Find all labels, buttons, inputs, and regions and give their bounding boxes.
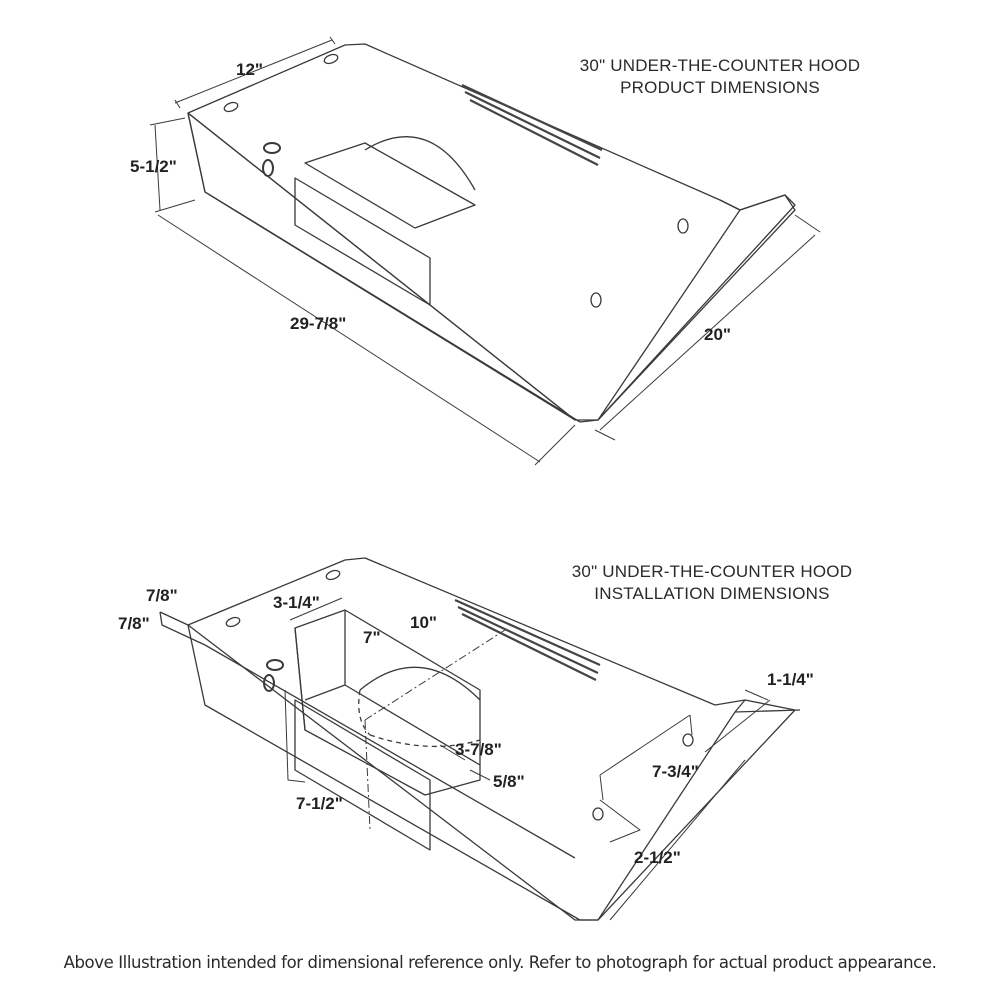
dim-cutout-offset-front: 3-7/8" (455, 740, 502, 759)
dim-keyhole-right-offset: 1-1/4" (767, 670, 814, 689)
dim-depth: 20" (704, 325, 731, 344)
dim-duct-diameter: 7" (363, 628, 381, 647)
installation-title-line1: 30" UNDER-THE-COUNTER HOOD (571, 562, 853, 581)
dim-cutout-length: 10" (410, 613, 437, 632)
product-title-line2: PRODUCT DIMENSIONS (620, 78, 820, 97)
dim-height: 5-1/2" (130, 157, 177, 176)
installation-title: 30" UNDER-THE-COUNTER HOOD INSTALLATION … (512, 561, 912, 605)
dim-cutout-depth: 3-1/4" (273, 593, 320, 612)
product-title: 30" UNDER-THE-COUNTER HOOD PRODUCT DIMEN… (520, 55, 920, 99)
dim-keyhole-spacing: 7-3/4" (652, 762, 699, 781)
dim-depth-top: 12" (236, 60, 263, 79)
installation-hood-drawing (159, 557, 801, 921)
dim-keyhole-rear-offset: 2-1/2" (634, 848, 681, 867)
dim-lip-width: 7/8" (146, 586, 178, 605)
product-hood-drawing (149, 36, 821, 466)
dim-width: 29-7/8" (290, 314, 347, 333)
dim-front-edge: 5/8" (493, 772, 525, 791)
disclaimer-text: Above Illustration intended for dimensio… (63, 953, 937, 972)
dim-duct-center-offset: 7-1/2" (296, 794, 343, 813)
installation-title-line2: INSTALLATION DIMENSIONS (594, 584, 830, 603)
dim-lip-height: 7/8" (118, 614, 150, 633)
product-title-line1: 30" UNDER-THE-COUNTER HOOD (579, 56, 861, 75)
